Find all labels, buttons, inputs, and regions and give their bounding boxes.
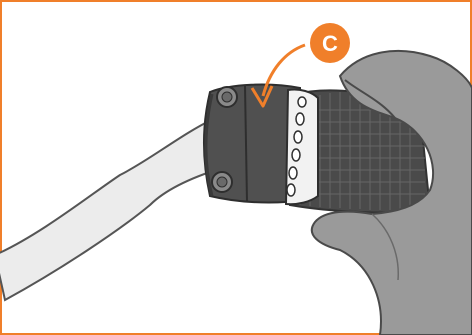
collar-bolt-bottom xyxy=(212,172,232,192)
callout-badge: C xyxy=(310,23,350,63)
callout-label: C xyxy=(322,31,338,56)
collar-bolt-top xyxy=(217,87,237,107)
grip-flange xyxy=(286,89,318,204)
